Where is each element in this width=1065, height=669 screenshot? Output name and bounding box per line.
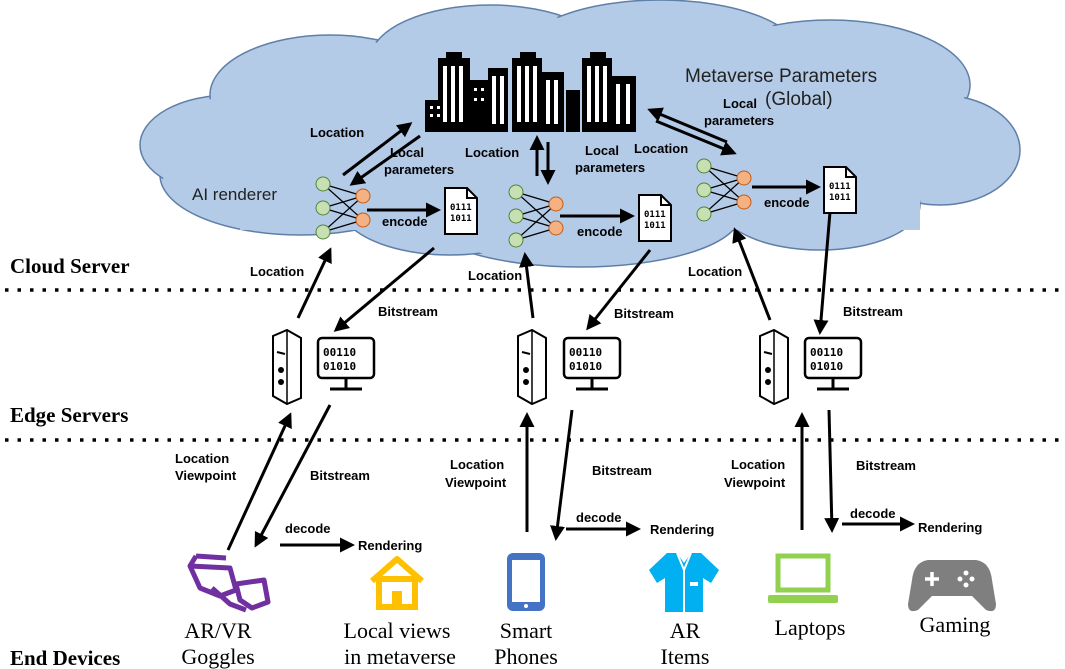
edge-cloud-arrows xyxy=(296,211,832,335)
cloud-local-params-label: parameters xyxy=(384,162,454,177)
server-tower-icon xyxy=(759,329,789,405)
encode-label: encode xyxy=(577,224,623,239)
server-tower-icon xyxy=(517,329,547,405)
svg-text:01010: 01010 xyxy=(569,360,602,373)
cloud-arrows xyxy=(342,107,821,224)
binary-file-icon: 0111 1011 xyxy=(444,187,478,235)
device-label-laptops: Laptops xyxy=(775,615,846,640)
edge-bitstream-label: Bitstream xyxy=(843,304,903,319)
svg-text:00110: 00110 xyxy=(323,346,356,359)
cloud-location-label: Location xyxy=(634,141,688,156)
tier-label-end: End Devices xyxy=(10,646,120,669)
rendering-label: Rendering xyxy=(650,522,714,537)
cloud-local-params-label: Local xyxy=(390,145,424,160)
smartphone-icon xyxy=(507,553,545,611)
svg-text:1011: 1011 xyxy=(450,214,472,224)
rendering-label: Rendering xyxy=(358,538,422,553)
end-bitstream-label: Bitstream xyxy=(592,463,652,478)
edge-location-label: Location xyxy=(250,264,304,279)
device-label-smart-phones: Phones xyxy=(494,644,558,669)
device-label-gaming: Gaming xyxy=(920,612,991,637)
tier-label-edge: Edge Servers xyxy=(10,403,128,427)
encode-label: encode xyxy=(382,214,428,229)
svg-text:1011: 1011 xyxy=(829,193,851,203)
end-viewpoint-label: Viewpoint xyxy=(724,475,786,490)
svg-text:00110: 00110 xyxy=(810,346,843,359)
decode-label: decode xyxy=(576,510,622,525)
gamepad-icon xyxy=(908,560,996,612)
cloud-local-params-label: parameters xyxy=(704,113,774,128)
edge-location-label: Location xyxy=(688,264,742,279)
end-edge-arrows xyxy=(226,404,915,553)
device-label-ar-vr: AR/VR xyxy=(184,618,252,643)
decode-label: decode xyxy=(285,521,331,536)
end-location-label: Location xyxy=(175,451,229,466)
end-bitstream-label: Bitstream xyxy=(310,468,370,483)
cloud-local-params-label: Local xyxy=(585,143,619,158)
edge-server-3: 00110 01010 xyxy=(759,329,863,405)
shirt-icon xyxy=(649,552,719,612)
binary-file-icon: 0111 1011 xyxy=(638,194,672,242)
svg-text:0111: 0111 xyxy=(644,210,666,220)
binary-file-icon: 0111 1011 xyxy=(823,166,857,214)
server-tower-icon xyxy=(272,329,302,405)
cloud-location-label: Location xyxy=(465,145,519,160)
edge-bitstream-label: Bitstream xyxy=(614,306,674,321)
city-icon xyxy=(425,52,636,132)
svg-text:1011: 1011 xyxy=(644,221,666,231)
device-label-ar-vr: Goggles xyxy=(181,644,254,669)
device-label-smart-phones: Smart xyxy=(500,618,553,643)
device-label-ar-items: AR xyxy=(670,618,701,643)
cloud-local-params-label: Local xyxy=(723,96,757,111)
edge-server-1: 00110 01010 xyxy=(272,329,376,405)
svg-text:01010: 01010 xyxy=(323,360,356,373)
device-label-ar-items: Items xyxy=(661,644,710,669)
edge-location-label: Location xyxy=(468,268,522,283)
svg-text:01010: 01010 xyxy=(810,360,843,373)
rendering-label: Rendering xyxy=(918,520,982,535)
edge-bitstream-label: Bitstream xyxy=(378,304,438,319)
end-viewpoint-label: Viewpoint xyxy=(445,475,507,490)
laptop-icon xyxy=(768,553,838,603)
cloud-location-label: Location xyxy=(310,125,364,140)
end-bitstream-label: Bitstream xyxy=(856,458,916,473)
metaverse-params-title: Metaverse Parameters xyxy=(685,66,877,87)
edge-server-2: 00110 01010 xyxy=(517,329,622,405)
svg-text:00110: 00110 xyxy=(569,346,602,359)
device-label-local-views: in metaverse xyxy=(344,644,456,669)
end-location-label: Location xyxy=(450,457,504,472)
tier-label-cloud: Cloud Server xyxy=(10,254,130,278)
cloud-local-params-label: parameters xyxy=(575,160,645,175)
vr-goggles-icon xyxy=(187,553,271,613)
encode-label: encode xyxy=(764,195,810,210)
house-icon xyxy=(370,556,424,610)
decode-label: decode xyxy=(850,506,896,521)
ai-renderer-label: AI renderer xyxy=(192,185,277,204)
svg-text:0111: 0111 xyxy=(450,203,472,213)
metaverse-params-subtitle: (Global) xyxy=(765,89,833,110)
svg-text:0111: 0111 xyxy=(829,182,851,192)
end-viewpoint-label: Viewpoint xyxy=(175,468,237,483)
device-label-local-views: Local views xyxy=(344,618,451,643)
end-location-label: Location xyxy=(731,457,785,472)
